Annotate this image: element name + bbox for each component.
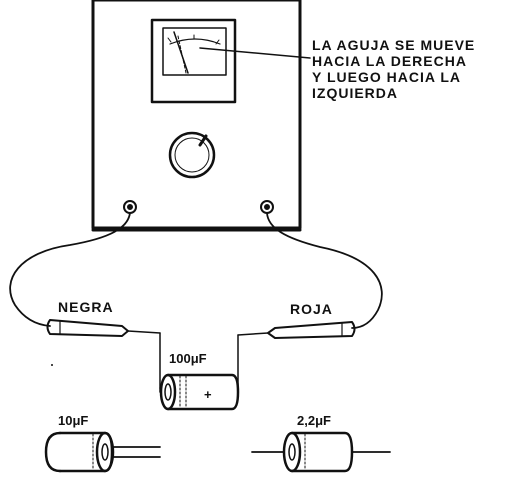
- annotation-line-3: Y LUEGO HACIA LA: [312, 69, 461, 85]
- capacitor-10uf-label: 10μF: [58, 413, 88, 428]
- capacitor-100uf: [159, 373, 240, 411]
- probe-red-label: ROJA: [290, 301, 333, 317]
- annotation-line-4: IZQUIERDA: [312, 85, 398, 101]
- meter-display: [150, 18, 237, 104]
- selector-knob: [168, 131, 216, 179]
- annotation-leader-line: [199, 47, 311, 59]
- annotation-text: LA AGUJA SE MUEVE HACIA LA DERECHA Y LUE…: [312, 37, 475, 101]
- meter-needle: [173, 31, 189, 74]
- annotation-line-2: HACIA LA DERECHA: [312, 53, 467, 69]
- multimeter-case: [91, 0, 302, 230]
- capacitor-100uf-label: 100μF: [169, 351, 207, 366]
- probe-black-label: NEGRA: [58, 299, 114, 315]
- meter-needle-trace: [177, 35, 187, 74]
- multimeter: [91, 0, 302, 232]
- probe-black: [46, 319, 129, 337]
- capacitor-10uf: [44, 431, 161, 473]
- probe-red: [267, 321, 356, 339]
- terminal-red: [260, 200, 274, 214]
- capacitor-2-2uf-label: 2,2μF: [297, 413, 331, 428]
- terminal-black: [123, 200, 137, 214]
- test-lead-black: [9, 212, 161, 389]
- capacitor-100uf-polarity: +: [204, 387, 212, 402]
- meter-scale-arc: [169, 38, 221, 45]
- capacitor-2-2uf: [251, 431, 391, 473]
- annotation-line-1: LA AGUJA SE MUEVE: [312, 37, 475, 53]
- test-lead-red: [237, 212, 383, 389]
